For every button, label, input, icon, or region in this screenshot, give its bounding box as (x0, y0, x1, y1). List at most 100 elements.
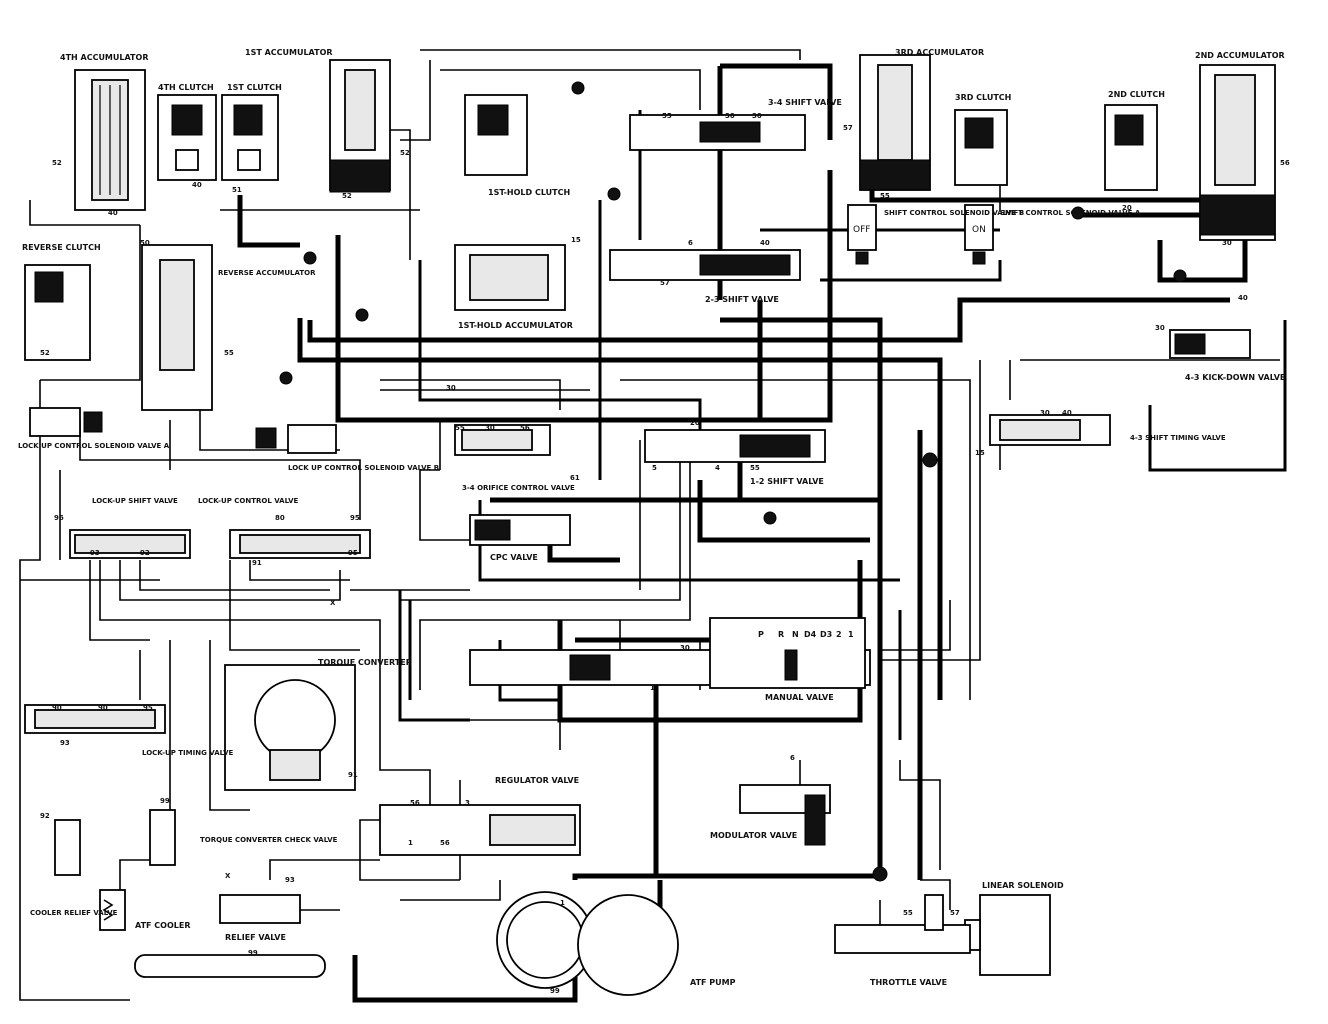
label-1st-accumulator: 1ST ACCUMULATOR (245, 48, 333, 57)
label-lockup-control-valve: LOCK-UP CONTROL VALVE (198, 497, 299, 505)
port-label: 93 (60, 739, 70, 747)
manual-pos-1: 1 (848, 630, 854, 639)
signal-lines (19, 49, 1280, 1001)
label-3rd-clutch: 3RD CLUTCH (955, 93, 1011, 102)
port-label: 52 (40, 349, 50, 357)
label-1st-hold-accumulator: 1ST-HOLD ACCUMULATOR (458, 321, 573, 330)
valve-throttle-body (834, 894, 971, 954)
port-label: 56 (440, 839, 450, 847)
label-2nd-accumulator: 2ND ACCUMULATOR (1195, 51, 1285, 60)
port-label: 52 (52, 159, 62, 167)
valve-1-2-shift-body (644, 429, 826, 463)
main-pressure-lines (237, 63, 1248, 1003)
label-regulator-valve: REGULATOR VALVE (495, 776, 579, 785)
clutch-4th (157, 94, 217, 181)
valve-3-4-shift-body (629, 114, 806, 151)
port-label: 99 (550, 987, 560, 995)
accumulator-1st (329, 59, 391, 193)
port-label: 61 (570, 474, 580, 482)
atf-reservoir (134, 954, 326, 978)
manual-pos-2: 2 (836, 630, 842, 639)
lockup-solenoid-b (255, 424, 337, 454)
port-label: 15 (975, 449, 985, 457)
manual-pos-d4: D4 (804, 630, 817, 639)
port-label: 30 (1222, 239, 1232, 247)
port-label: 1 (560, 899, 565, 907)
torque-converter (224, 664, 356, 791)
clutch-3rd (954, 109, 1008, 186)
port-label: 92 (40, 812, 50, 820)
accumulator-3rd (859, 54, 931, 191)
port-label: 57 (660, 279, 670, 287)
label-relief-valve: RELIEF VALVE (225, 933, 286, 942)
label-throttle-valve: THROTTLE VALVE (870, 978, 947, 987)
label-lockup-solenoid-a: LOCK UP CONTROL SOLENOID VALVE A (18, 442, 170, 450)
port-label: 96 (54, 514, 64, 522)
label-linear-solenoid: LINEAR SOLENOID (982, 881, 1064, 890)
valve-lockup-timing-body (24, 704, 166, 734)
port-label: 20 (1122, 204, 1132, 212)
label-4th-accumulator: 4TH ACCUMULATOR (60, 53, 148, 62)
port-label: 1 (408, 839, 413, 847)
port-label: 1 (650, 684, 655, 692)
port-label: 30 (725, 112, 735, 120)
valve-relief-body (219, 894, 301, 924)
state-solenoid-b: OFF (853, 225, 870, 235)
port-label: 95 (348, 549, 358, 557)
port-label: X (225, 872, 231, 880)
port-label: 56 (520, 424, 530, 432)
label-4th-clutch: 4TH CLUTCH (158, 83, 214, 92)
accumulator-1st-hold (454, 244, 566, 311)
port-label: 80 (275, 514, 285, 522)
port-label: 52 (400, 149, 410, 157)
label-shift-solenoid-b: SHIFT CONTROL SOLENOID VALVE B (884, 209, 1024, 217)
port-label: 20 (690, 419, 700, 427)
valve-regulator-body (379, 804, 581, 856)
manual-pos-p: P (758, 630, 764, 639)
label-3-4-shift-valve: 3-4 SHIFT VALVE (768, 98, 842, 107)
label-torque-converter: TORQUE CONVERTER (318, 658, 412, 667)
port-label: 90 (52, 704, 62, 712)
label-atf-pump: ATF PUMP (690, 978, 736, 987)
port-number-labels: 52 40 40 51 52 52 50 52 55 15 55 30 30 5… (40, 112, 1290, 995)
manual-pos-n: N (792, 630, 799, 639)
shift-solenoid-b (847, 204, 877, 265)
label-atf-cooler: ATF COOLER (135, 921, 190, 930)
port-label: 30 (1155, 324, 1165, 332)
port-label: 91 (252, 559, 262, 567)
label-2-3-shift-valve: 2-3 SHIFT VALVE (705, 295, 779, 304)
valve-3-4-orifice-body (454, 424, 551, 456)
component-labels: 4TH ACCUMULATOR 1ST ACCUMULATOR 3RD ACCU… (18, 48, 1285, 987)
manual-pos-d3: D3 (820, 630, 832, 639)
port-label: 30 (485, 424, 495, 432)
port-label: 55 (224, 349, 234, 357)
label-lockup-timing-valve: LOCK-UP TIMING VALVE (142, 749, 234, 757)
valve-2-3-shift-body (609, 249, 801, 281)
port-label: 55 (903, 909, 913, 917)
port-label: 4 (715, 464, 720, 472)
valve-4-3-kickdown-body (1169, 329, 1251, 359)
port-label: 6 (790, 754, 795, 762)
label-reverse-clutch: REVERSE CLUTCH (22, 243, 101, 252)
port-label: X (330, 599, 336, 607)
port-label: 55 (455, 424, 465, 432)
port-label: 55 (880, 192, 890, 200)
port-label: 51 (232, 186, 242, 194)
linear-solenoid (964, 894, 1051, 976)
port-label: 57 (843, 124, 853, 132)
valve-tc-check-body (149, 809, 176, 866)
valve-modulator-body (739, 784, 831, 846)
port-label: 50 (140, 239, 150, 247)
port-label: 99 (248, 949, 258, 957)
clutch-reverse (24, 264, 91, 361)
label-modulator-valve: MODULATOR VALVE (710, 831, 797, 840)
port-label: 55 (750, 464, 760, 472)
accumulator-4th (74, 69, 146, 211)
port-label: 40 (192, 181, 202, 189)
accumulator-2nd (1199, 64, 1276, 241)
valve-lockup-shift-body (69, 529, 191, 559)
label-cooler-relief-valve: COOLER RELIEF VALVE (30, 909, 118, 917)
port-label: 56 (1280, 159, 1290, 167)
label-reverse-accumulator: REVERSE ACCUMULATOR (218, 269, 316, 277)
